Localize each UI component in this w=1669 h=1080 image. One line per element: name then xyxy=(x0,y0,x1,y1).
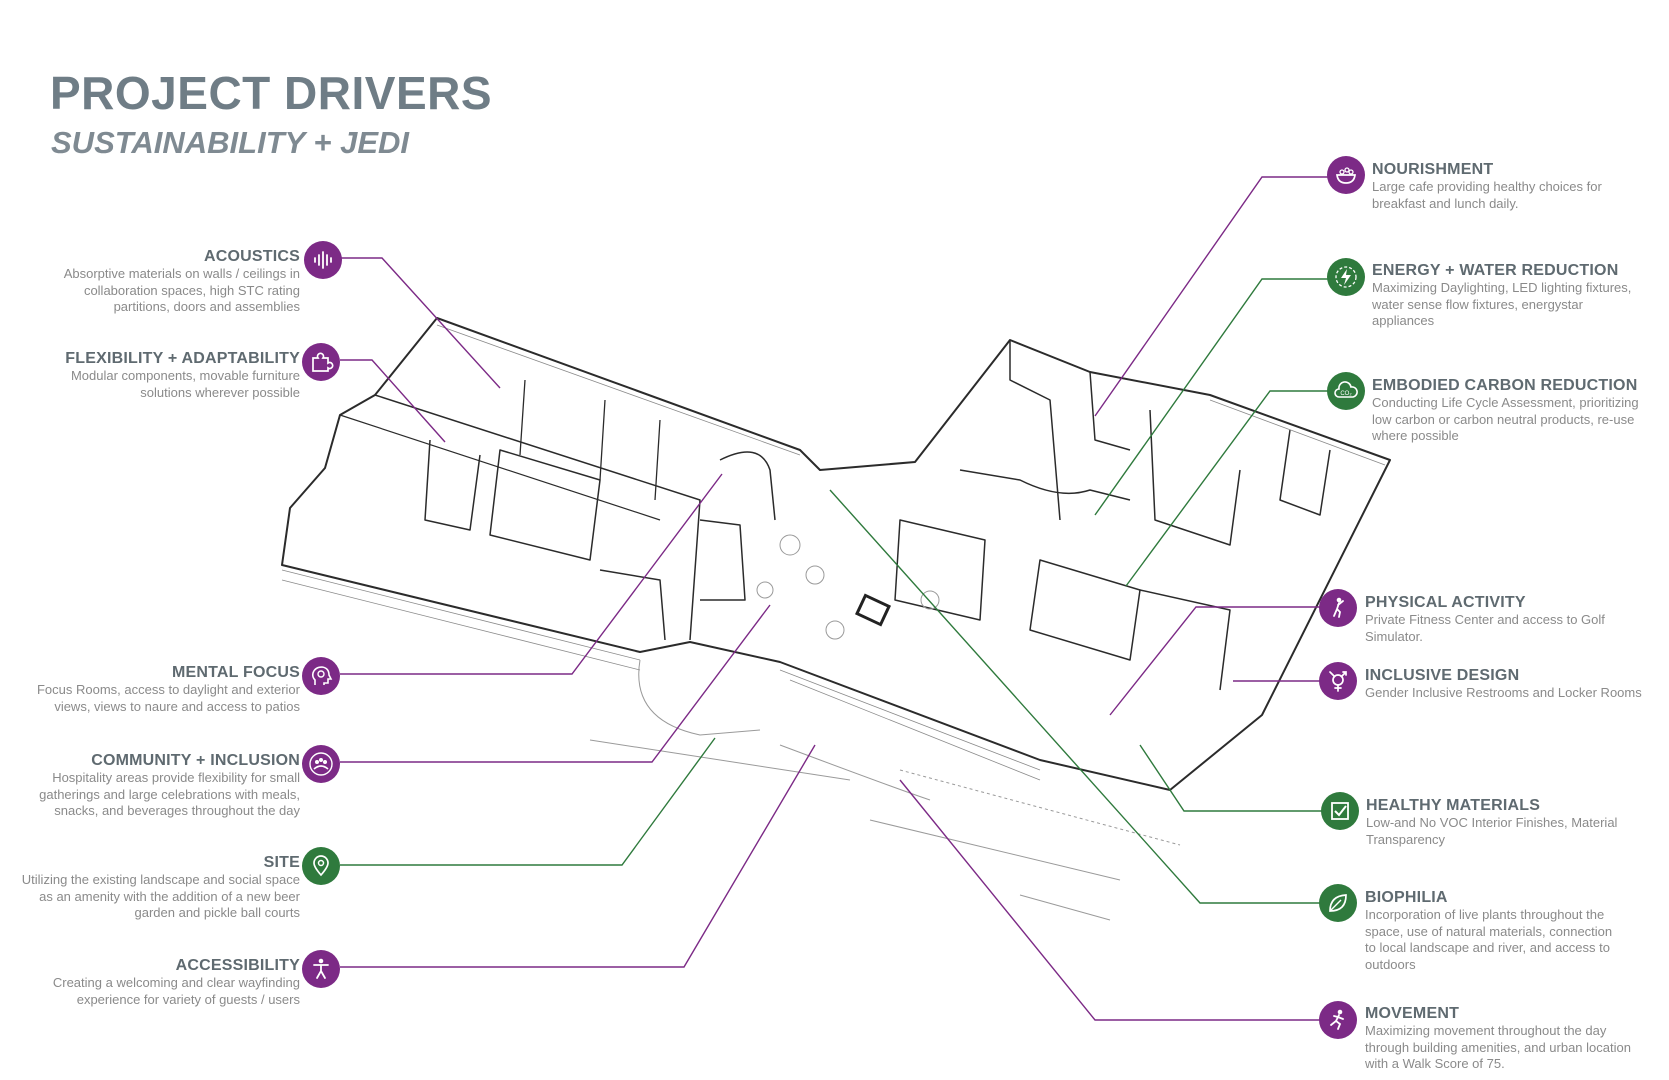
accessibility-icon xyxy=(302,950,340,988)
driver-community: COMMUNITY + INCLUSION Hospitality areas … xyxy=(0,751,300,820)
driver-title: ACCESSIBILITY xyxy=(175,957,300,974)
driver-energy-water: ENERGY + WATER REDUCTION Maximizing Dayl… xyxy=(1372,261,1647,330)
leader-energy xyxy=(1094,278,1330,516)
leader-biophilia xyxy=(829,489,1322,904)
people-circle-icon xyxy=(302,745,340,783)
running-person-icon xyxy=(1319,1001,1357,1039)
driver-title: INCLUSIVE DESIGN xyxy=(1365,667,1520,684)
leader-accessibility xyxy=(340,744,816,968)
driver-description: Conducting Life Cycle Assessment, priori… xyxy=(1372,395,1639,443)
driver-accessibility: ACCESSIBILITY Creating a welcoming and c… xyxy=(0,956,300,1008)
puzzle-icon xyxy=(302,343,340,381)
driver-title: EMBODIED CARBON REDUCTION xyxy=(1372,377,1638,394)
checkbox-icon xyxy=(1321,792,1359,830)
driver-title: PHYSICAL ACTIVITY xyxy=(1365,594,1526,611)
driver-healthy-materials: HEALTHY MATERIALS Low-and No VOC Interio… xyxy=(1366,796,1641,848)
golfer-icon xyxy=(1319,589,1357,627)
furniture-dots xyxy=(756,534,940,640)
leader-site xyxy=(340,737,716,866)
page-subtitle: SUSTAINABILITY + JEDI xyxy=(51,125,409,160)
driver-description: Incorporation of live plants throughout … xyxy=(1365,907,1613,972)
driver-title: MOVEMENT xyxy=(1365,1005,1460,1022)
driver-title: FLEXIBILITY + ADAPTABILITY xyxy=(65,350,300,367)
driver-description: Creating a welcoming and clear wayfindin… xyxy=(52,975,300,1007)
leader-healthy xyxy=(1139,744,1322,812)
driver-description: Private Fitness Center and access to Gol… xyxy=(1365,612,1605,644)
leader-mental-focus xyxy=(340,473,723,675)
driver-site: SITE Utilizing the existing landscape an… xyxy=(0,853,300,922)
driver-inclusive-design: INCLUSIVE DESIGN Gender Inclusive Restro… xyxy=(1365,666,1655,702)
leader-embodied-carbon xyxy=(1125,390,1330,587)
site-landscape xyxy=(589,659,1181,921)
driver-movement: MOVEMENT Maximizing movement throughout … xyxy=(1365,1004,1645,1073)
head-brain-icon xyxy=(302,657,340,695)
leader-physical xyxy=(1109,606,1322,716)
driver-description: Maximizing movement throughout the day t… xyxy=(1365,1023,1631,1071)
leaf-icon xyxy=(1319,884,1357,922)
leader-lines xyxy=(340,176,1330,1021)
driver-physical-activity: PHYSICAL ACTIVITY Private Fitness Center… xyxy=(1365,593,1630,645)
driver-biophilia: BIOPHILIA Incorporation of live plants t… xyxy=(1365,888,1625,973)
driver-flexibility: FLEXIBILITY + ADAPTABILITY Modular compo… xyxy=(0,349,300,401)
leader-flexibility xyxy=(340,359,446,443)
map-pin-icon xyxy=(302,847,340,885)
svg-text:CO₂: CO₂ xyxy=(1340,391,1352,397)
gender-inclusive-icon xyxy=(1319,662,1357,700)
driver-description: Maximizing Daylighting, LED lighting fix… xyxy=(1372,280,1632,328)
driver-description: Low-and No VOC Interior Finishes, Materi… xyxy=(1366,815,1618,847)
driver-description: Absorptive materials on walls / ceilings… xyxy=(63,266,300,314)
driver-description: Focus Rooms, access to daylight and exte… xyxy=(36,682,300,714)
driver-description: Utilizing the existing landscape and soc… xyxy=(21,872,300,920)
driver-description: Gender Inclusive Restrooms and Locker Ro… xyxy=(1365,685,1642,700)
driver-description: Modular components, movable furniture so… xyxy=(70,368,300,400)
lightning-icon xyxy=(1327,258,1365,296)
building-outline xyxy=(281,317,1391,791)
leader-community xyxy=(340,604,771,763)
co2-cloud-icon: CO₂ xyxy=(1327,372,1365,410)
driver-title: HEALTHY MATERIALS xyxy=(1366,797,1541,814)
driver-title: MENTAL FOCUS xyxy=(171,664,300,681)
leader-nourishment xyxy=(1094,176,1330,417)
driver-description: Hospitality areas provide flexibility fo… xyxy=(39,770,300,818)
driver-title: NOURISHMENT xyxy=(1372,161,1494,178)
sound-wave-icon xyxy=(304,241,342,279)
glazing-lines xyxy=(281,324,1386,781)
page-title: PROJECT DRIVERS xyxy=(50,67,493,119)
food-bowl-icon xyxy=(1327,156,1365,194)
driver-title: SITE xyxy=(263,854,300,871)
driver-mental-focus: MENTAL FOCUS Focus Rooms, access to dayl… xyxy=(0,663,300,715)
driver-acoustics: ACOUSTICS Absorptive materials on walls … xyxy=(0,247,300,316)
driver-title: BIOPHILIA xyxy=(1365,889,1448,906)
driver-embodied-carbon: EMBODIED CARBON REDUCTION Conducting Lif… xyxy=(1372,376,1647,445)
driver-title: ACOUSTICS xyxy=(203,248,300,265)
driver-nourishment: NOURISHMENT Large cafe providing healthy… xyxy=(1372,160,1632,212)
driver-title: COMMUNITY + INCLUSION xyxy=(91,752,300,769)
driver-title: ENERGY + WATER REDUCTION xyxy=(1372,262,1619,279)
leader-acoustics xyxy=(340,257,501,389)
driver-description: Large cafe providing healthy choices for… xyxy=(1372,179,1602,211)
leader-movement xyxy=(899,779,1322,1021)
